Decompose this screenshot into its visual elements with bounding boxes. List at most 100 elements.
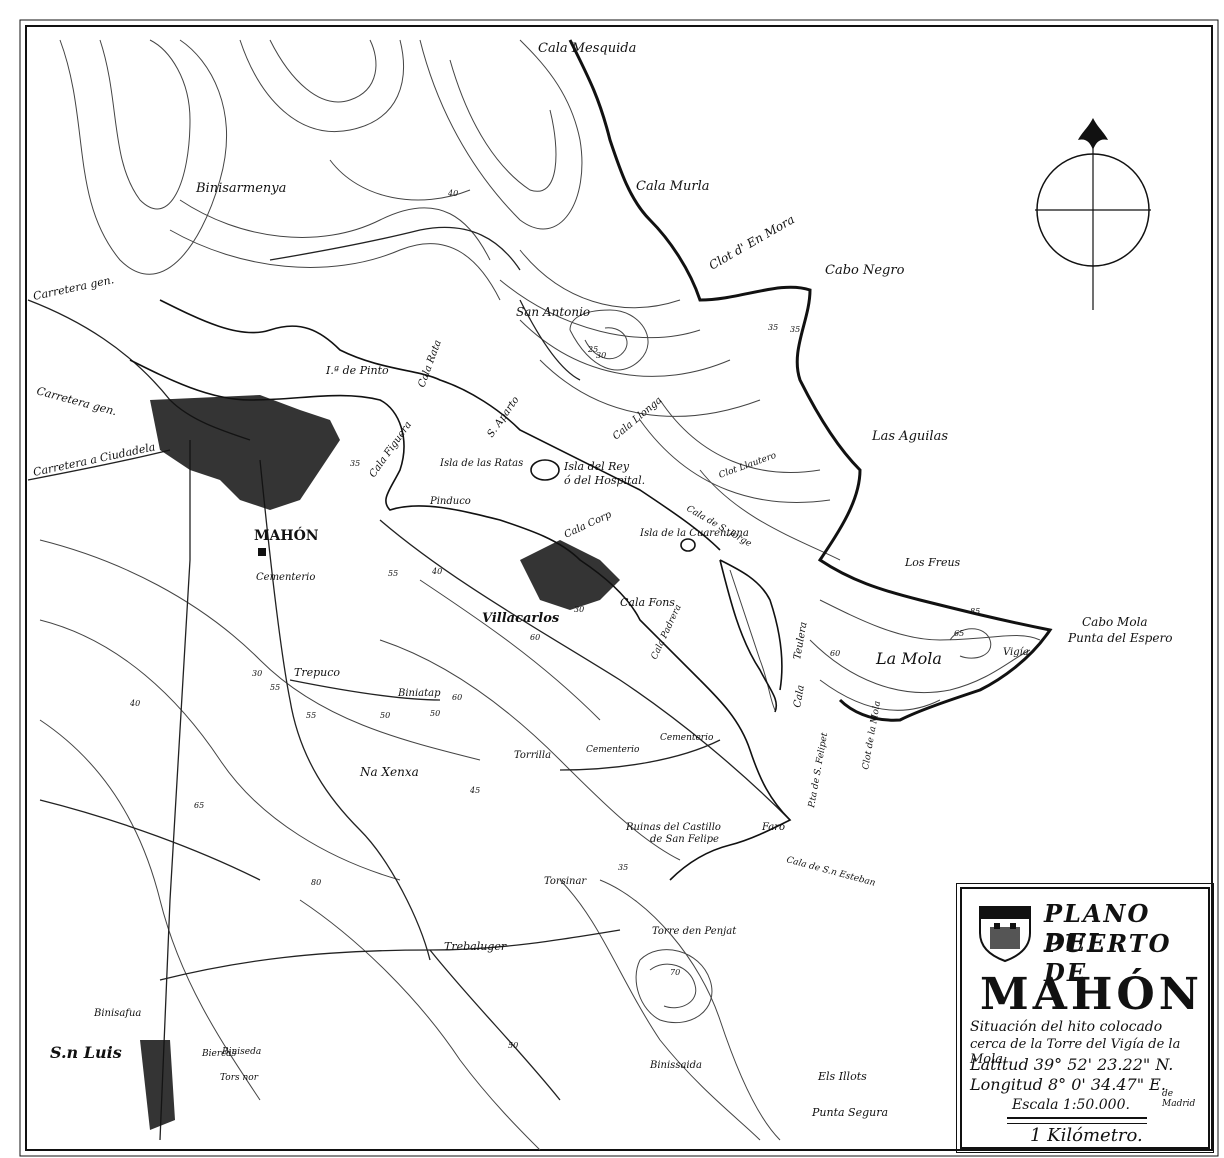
elevation-label: 60 bbox=[530, 633, 540, 642]
label-torre-penjat: Torre den Penjat bbox=[652, 926, 737, 937]
elevation-label: 45 bbox=[469, 786, 480, 795]
scale-bar-label: 1 Kilómetro. bbox=[1030, 1125, 1143, 1146]
map-frame bbox=[25, 25, 1213, 1151]
label-vigia: Vigía bbox=[1003, 647, 1029, 658]
label-cala-fons: Cala Fons bbox=[620, 596, 675, 609]
elevation-label: 35 bbox=[768, 323, 778, 332]
subtitle-line-2: cerca de la Torre del Vigía de la Mola: bbox=[970, 1037, 1181, 1067]
label-mahon: MAHÓN bbox=[254, 526, 319, 544]
map-frame-outer bbox=[19, 19, 1219, 1157]
elevation-label: 55 bbox=[270, 683, 280, 692]
label-els-illots: Els Illots bbox=[817, 1070, 867, 1083]
elevation-label: 35 bbox=[618, 863, 628, 872]
label-cabo-mola: Cabo Mola bbox=[1082, 615, 1148, 629]
label-san-antonio: San Antonio bbox=[516, 305, 590, 319]
label-pta-san-felipet: P.ta de S. Felipet bbox=[807, 732, 830, 810]
longitude-text: Longitud 8° 0' 34.47" E. bbox=[970, 1075, 1166, 1094]
town-blocks bbox=[140, 395, 620, 1130]
label-cala-san-jorge: Cala de S. Jorge bbox=[685, 504, 753, 549]
coat-of-arms-icon bbox=[979, 906, 1031, 963]
elevation-label: 40 bbox=[431, 567, 442, 576]
elevation-label: 30 bbox=[596, 351, 606, 360]
elevation-labels: 40 35 60 35 30 30 35 55 50 50 40 65 70 80 45 55 55 35 40 50… bbox=[129, 189, 980, 1050]
label-i-pinto: I.ª de Pinto bbox=[325, 364, 389, 377]
label-carretera-ciudadela: Carretera a Ciudadela bbox=[32, 440, 157, 479]
label-isla-cuarentena: Isla de la Cuarentena bbox=[639, 528, 749, 539]
label-binisarmenya: Binisarmenya bbox=[195, 181, 286, 196]
label-biniseda: Biniseda bbox=[221, 1047, 261, 1057]
label-trebaluger: Trebaluger bbox=[444, 940, 507, 953]
elevation-label: 70 bbox=[670, 968, 680, 977]
label-cementerio-1: Cementerio bbox=[256, 572, 315, 583]
elevation-label: 50 bbox=[508, 1041, 518, 1050]
label-faro: Faro bbox=[761, 822, 785, 833]
label-clot-mola: Clot de la Mola bbox=[861, 700, 883, 770]
latitude-text: Latitud 39° 52' 23.22" N. bbox=[970, 1055, 1174, 1074]
label-cala-figuera: Cala Figuera bbox=[367, 420, 414, 480]
longitude-note: de Madrid bbox=[1162, 1089, 1196, 1109]
title-line-1: PLANO DEL bbox=[1044, 899, 1151, 957]
elevation-label: 35 bbox=[790, 325, 800, 334]
elevation-label: 55 bbox=[388, 569, 398, 578]
elevation-label: 65 bbox=[194, 801, 204, 810]
label-villacarlos: Villacarlos bbox=[482, 611, 560, 626]
label-cala-mesquida: Cala Mesquida bbox=[538, 41, 636, 56]
label-cementerio-3: Cementerio bbox=[660, 733, 714, 743]
label-de-san-felipe: de San Felipe bbox=[650, 834, 719, 845]
label-isla-rey: Isla del Rey bbox=[563, 460, 630, 473]
label-cala-llonga: Cala Llonga bbox=[611, 395, 665, 442]
label-binisafua: Binisafua bbox=[93, 1008, 141, 1019]
label-cabo-negro: Cabo Negro bbox=[825, 263, 905, 278]
compass-rose bbox=[1035, 118, 1151, 310]
contour-lines bbox=[39, 39, 1041, 1151]
elevation-label: 30 bbox=[574, 605, 584, 614]
elevation-label: 50 bbox=[430, 709, 440, 718]
elevation-label: 65 bbox=[954, 629, 964, 638]
label-torsnor: Tors nor bbox=[220, 1073, 259, 1083]
elevation-label: 80 bbox=[311, 878, 321, 887]
label-pinduco: Pinduco bbox=[429, 496, 471, 507]
elevation-label: 40 bbox=[447, 189, 458, 198]
label-clot-en-mora: Clot d' En Mora bbox=[707, 212, 797, 272]
elevation-label: 25 bbox=[587, 345, 598, 354]
title-line-2: PUERTO DE bbox=[1044, 929, 1172, 987]
label-clot-llautero: Clot Llautero bbox=[718, 451, 779, 481]
label-punta-segura: Punta Segura bbox=[811, 1106, 888, 1119]
elevation-label: 40 bbox=[129, 699, 140, 708]
label-cementerio-2: Cementerio bbox=[586, 745, 640, 755]
scale-bar bbox=[1007, 1117, 1147, 1124]
label-teulera: Teulera bbox=[792, 621, 809, 660]
label-cala-teulera: Cala bbox=[792, 684, 807, 708]
label-ruinas-castillo: Ruinas del Castillo bbox=[625, 822, 721, 833]
elevation-label: 85 bbox=[970, 607, 980, 616]
label-las-aguilas: Las Aguilas bbox=[871, 429, 948, 444]
label-cala-rata: Cala Rata bbox=[416, 339, 443, 389]
label-del-hospital: ó del Hospital. bbox=[564, 474, 645, 487]
label-los-freus: Los Freus bbox=[904, 556, 961, 569]
label-punta-espero: Punta del Espero bbox=[1067, 631, 1172, 645]
elevation-label: 35 bbox=[350, 459, 360, 468]
elevation-label: 60 bbox=[452, 693, 462, 702]
scale-text: Escala 1:50.000. bbox=[1012, 1097, 1130, 1113]
label-san-luis: S.n Luis bbox=[50, 1043, 122, 1062]
label-biercas: Biercas bbox=[201, 1049, 237, 1059]
label-sa-sparto: S. Aparto bbox=[485, 395, 521, 440]
label-torsinar: Torsinar bbox=[544, 876, 587, 887]
label-isla-ratas: Isla de las Ratas bbox=[439, 458, 523, 469]
elevation-label: 50 bbox=[380, 711, 390, 720]
label-carretera-gen-2: Carretera gen. bbox=[35, 384, 118, 418]
label-biniatap: Biniatap bbox=[397, 688, 441, 699]
label-trepuco: Trepuco bbox=[294, 666, 340, 679]
label-na-xenxa: Na Xenxa bbox=[359, 765, 419, 779]
label-carretera-gen-1: Carretera gen. bbox=[32, 273, 115, 303]
subtitle-line-1: Situación del hito colocado bbox=[970, 1019, 1163, 1035]
label-la-mola: La Mola bbox=[875, 649, 942, 668]
label-torrilla: Torrilla bbox=[514, 750, 551, 761]
label-cala-san-esteban: Cala de S.n Esteban bbox=[785, 855, 876, 888]
title-city: MAHÓN bbox=[980, 969, 1203, 1020]
elevation-label: 55 bbox=[306, 711, 316, 720]
elevation-label: 30 bbox=[252, 669, 262, 678]
label-cala-pedrera: Cala Padrera bbox=[650, 603, 684, 661]
